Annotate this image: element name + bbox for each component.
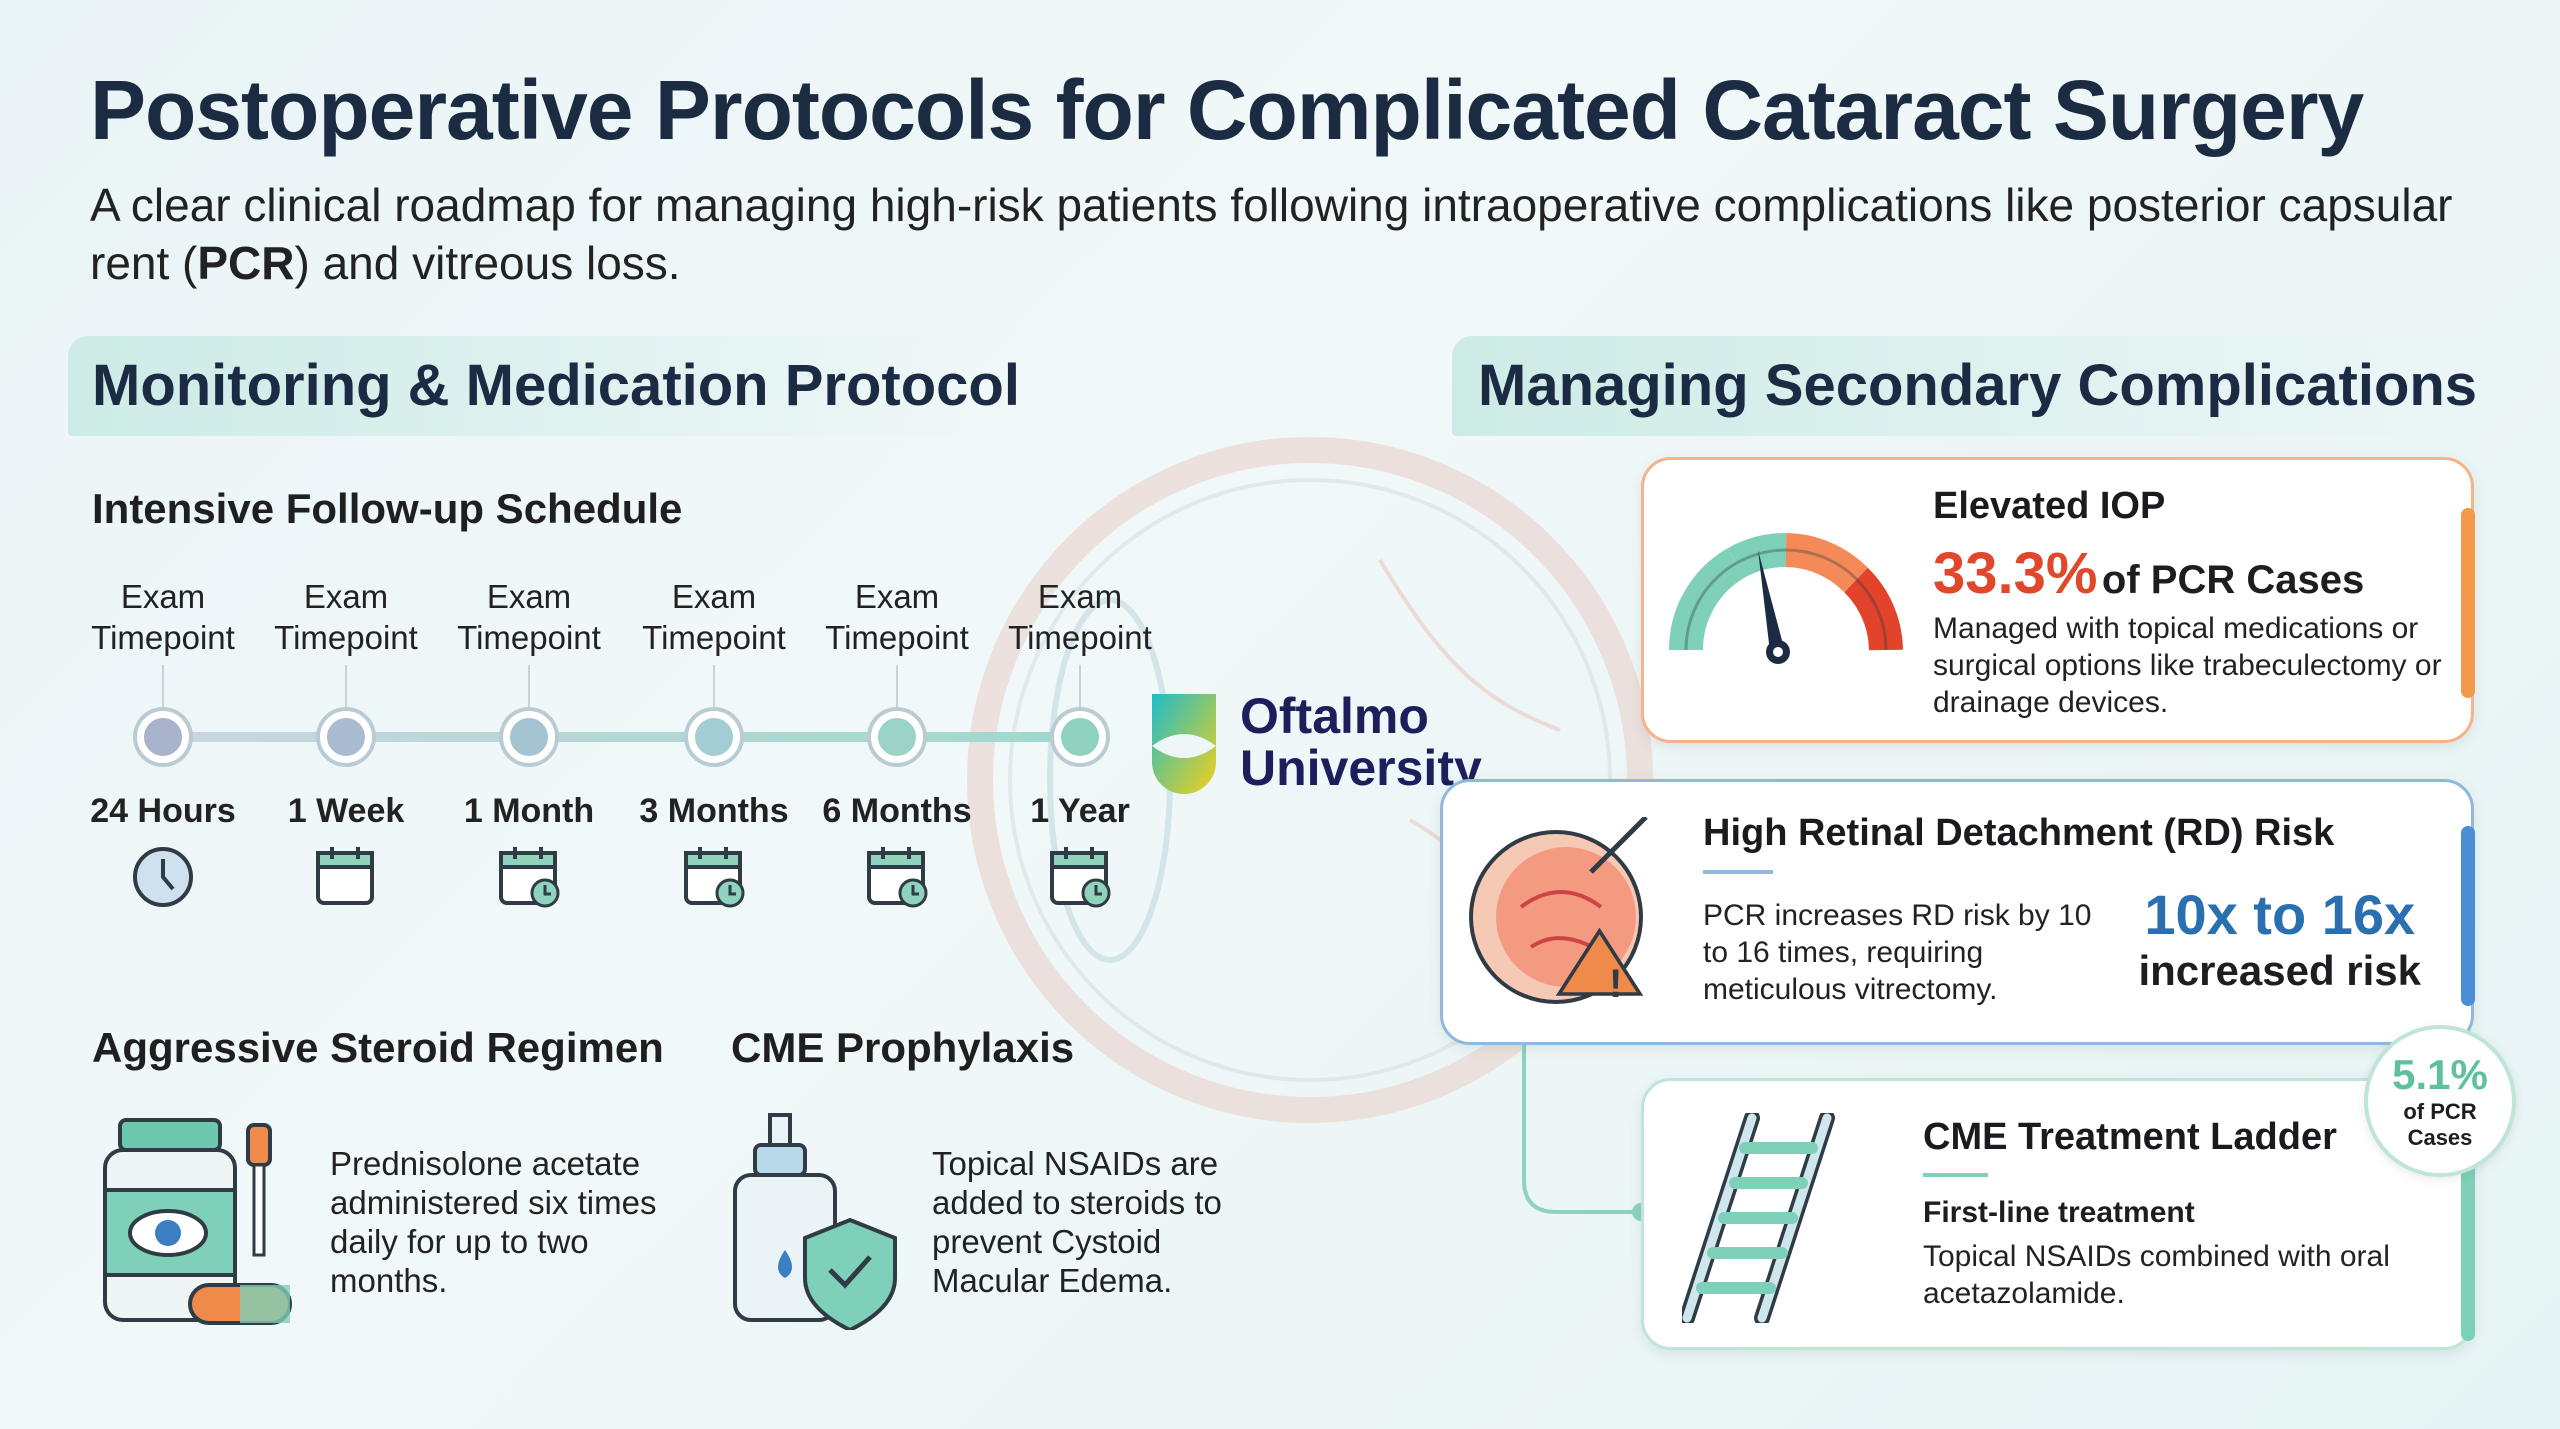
- retina-warning-icon: !: [1469, 817, 1648, 1006]
- timeline-tick: [345, 665, 347, 713]
- timeline-node: [137, 711, 189, 763]
- badge-label: of PCR Cases: [2403, 1099, 2477, 1150]
- timeline-exam-label: Exam Timepoint: [1008, 578, 1152, 656]
- retinal-detachment-card: ! High Retinal Detachment (RD) Risk PCR …: [1440, 779, 2475, 1045]
- iop-stat: 33.3% of PCR Cases: [1933, 540, 2364, 607]
- subtitle-text: A clear clinical roadmap for managing hi…: [90, 179, 2453, 289]
- rd-title: High Retinal Detachment (RD) Risk: [1703, 812, 2335, 854]
- iop-stat-suffix: of PCR Cases: [2101, 558, 2365, 602]
- timeline-exam-label: Exam Timepoint: [91, 578, 235, 656]
- badge-value: 5.1%: [2392, 1051, 2488, 1098]
- timeline-node: [320, 711, 372, 763]
- cme-ladder-text: Topical NSAIDs combined with oral acetaz…: [1923, 1240, 2390, 1310]
- timeline-tick: [896, 665, 898, 713]
- calendar-clock-icon: [682, 845, 746, 914]
- timeline-label: 1 Week: [287, 792, 405, 830]
- calendar-clock-icon: [865, 845, 929, 914]
- timeline-tick: [162, 665, 164, 713]
- timeline-label: 1 Month: [463, 792, 595, 830]
- subtitle-bold: PCR: [197, 237, 295, 289]
- timeline-label: 3 Months: [639, 792, 789, 830]
- section-heading-bg: [1452, 336, 2452, 436]
- iop-text: Managed with topical medications or surg…: [1933, 612, 2442, 719]
- cme-percentage-badge: 5.1% of PCR Cases: [2364, 1025, 2516, 1177]
- ladder-icon: [1682, 1113, 1835, 1323]
- calendar-icon: [314, 845, 378, 914]
- schedule-title: Intensive Follow-up Schedule: [92, 485, 683, 532]
- logo-line1: Oftalmo: [1240, 688, 1429, 744]
- timeline-node: [871, 711, 923, 763]
- timeline-label: 6 Months: [822, 792, 972, 830]
- logo-line2: University: [1240, 740, 1482, 796]
- medicine-bottle-icon: [103, 1118, 292, 1325]
- rd-text: PCR increases RD risk by 10 to 16 times,…: [1703, 899, 2092, 1006]
- timeline-node: [503, 711, 555, 763]
- timeline-node: [688, 711, 740, 763]
- clock-icon: [131, 845, 195, 914]
- monitoring-heading: Monitoring & Medication Protocol: [92, 353, 1020, 418]
- gauge-icon: [1668, 533, 1903, 664]
- calendar-clock-icon: [1048, 845, 1112, 914]
- calendar-clock-icon: [497, 845, 561, 914]
- card-accent-bar: [2461, 508, 2475, 698]
- rd-stat-value: 10x to 16x: [2144, 883, 2416, 946]
- elevated-iop-card: Elevated IOP 33.3% of PCR Cases Managed …: [1641, 457, 2475, 743]
- rd-stat: 10x to 16x increased risk: [2138, 882, 2421, 995]
- title-underline: [1923, 1173, 1988, 1177]
- iop-title: Elevated IOP: [1933, 485, 2166, 527]
- rd-stat-label: increased risk: [2138, 947, 2421, 994]
- timeline-tick: [528, 665, 530, 713]
- eye-drop-shield-icon: [733, 1113, 897, 1330]
- svg-text:!: !: [1609, 962, 1622, 1006]
- cme-ladder-title: CME Treatment Ladder: [1923, 1116, 2337, 1158]
- oftalmo-logo-mark: [1152, 694, 1216, 794]
- timeline-exam-label: Exam Timepoint: [274, 578, 418, 656]
- timeline-label: 1 Year: [1030, 792, 1130, 830]
- oftalmo-logo-text: Oftalmo University: [1240, 690, 1482, 794]
- section-heading-bg: [68, 336, 968, 436]
- timeline-track: [163, 732, 1080, 742]
- iop-stat-value: 33.3%: [1933, 541, 2098, 606]
- complications-heading: Managing Secondary Complications: [1478, 353, 2478, 418]
- timeline-exam-label: Exam Timepoint: [457, 578, 601, 656]
- subtitle-text-end: ) and vitreous loss.: [294, 237, 681, 289]
- cme-prophylaxis-text: Topical NSAIDs are added to steroids to …: [932, 1145, 1222, 1299]
- timeline-node: [1054, 711, 1106, 763]
- cme-ladder-card: CME Treatment Ladder First-line treatmen…: [1641, 1078, 2475, 1350]
- cme-ladder-subtitle: First-line treatment: [1923, 1196, 2195, 1229]
- card-accent-bar: [2461, 1151, 2475, 1341]
- page-subtitle: A clear clinical roadmap for managing hi…: [90, 176, 2490, 292]
- cme-prophylaxis-title: CME Prophylaxis: [731, 1024, 1075, 1071]
- timeline-exam-label: Exam Timepoint: [825, 578, 969, 656]
- page-title: Postoperative Protocols for Complicated …: [90, 63, 2364, 157]
- timeline-label: 24 Hours: [90, 792, 236, 830]
- steroid-title: Aggressive Steroid Regimen: [92, 1024, 664, 1071]
- steroid-text: Prednisolone acetate administered six ti…: [330, 1145, 657, 1299]
- card-accent-bar: [2461, 826, 2475, 1006]
- timeline-exam-label: Exam Timepoint: [642, 578, 786, 656]
- title-underline: [1703, 870, 1773, 874]
- connector-line: [1522, 1040, 1650, 1221]
- timeline-tick: [1079, 665, 1081, 713]
- timeline-tick: [713, 665, 715, 713]
